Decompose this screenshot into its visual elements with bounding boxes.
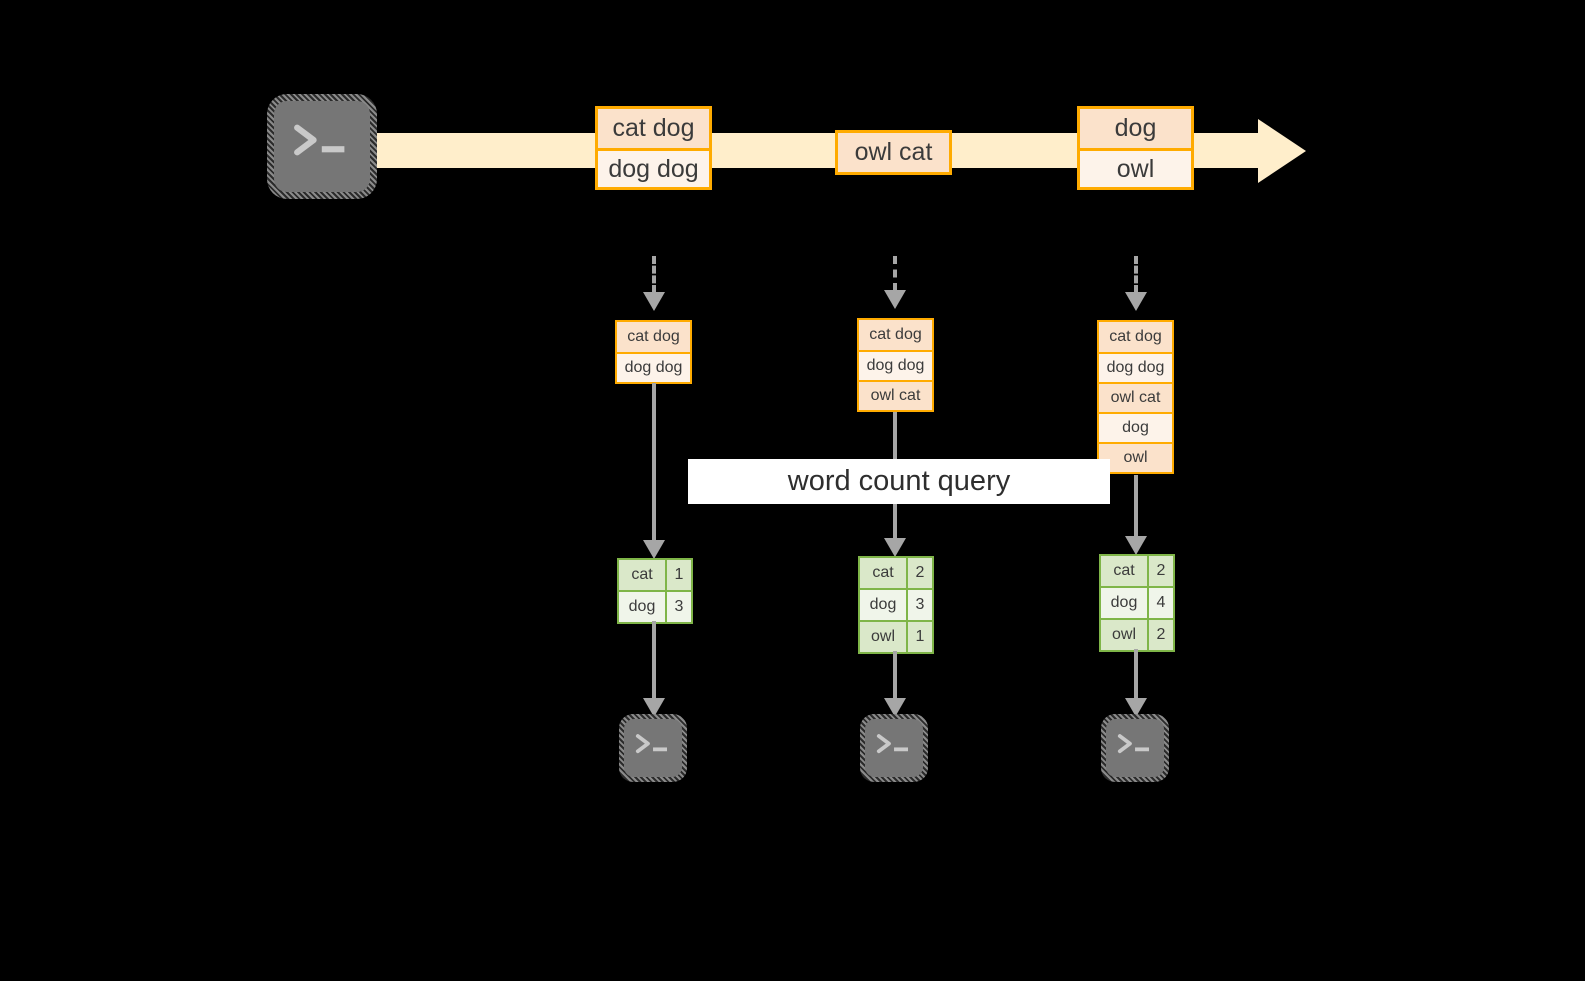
word-cell: owl [1101,620,1147,650]
count-cell: 1 [906,622,932,652]
log-to-result-arrow-2 [884,538,906,557]
table-row: dog 3 [619,590,691,622]
word-cell: owl [860,622,906,652]
result-to-consumer-arrow-1 [643,698,665,717]
word-cell: cat [619,560,665,590]
result-to-consumer-line-2 [893,651,897,700]
word-cell: dog [860,590,906,620]
word-cell: dog [619,592,665,622]
count-cell: 2 [906,558,932,588]
stream-arrowhead [1258,119,1306,183]
table-row: dog 4 [1101,586,1173,618]
log-line: cat dog [1099,322,1172,352]
log-to-result-arrow-1 [643,540,665,559]
log-line: owl [1099,442,1172,472]
result-to-consumer-line-1 [652,621,656,700]
count-cell: 3 [906,590,932,620]
log-line: dog dog [859,350,932,380]
log-to-result-arrow-3 [1125,536,1147,555]
word-cell: dog [1101,588,1147,618]
result-table-1[interactable]: cat 1 dog 3 [617,558,693,624]
producer-terminal-icon[interactable] [267,94,377,199]
stream-to-log-line-3 [1134,256,1138,293]
log-line: cat dog [859,320,932,350]
stream-to-log-arrow-2 [884,290,906,309]
result-table-3[interactable]: cat 2 dog 4 owl 2 [1099,554,1175,652]
table-row: dog 3 [860,588,932,620]
snapshot-log-1[interactable]: cat dog dog dog [615,320,692,384]
table-row: cat 2 [1101,556,1173,586]
prompt-glyph-icon [634,730,672,759]
prompt-glyph-icon [1116,730,1154,759]
message-line: owl cat [838,133,949,172]
table-row: owl 2 [1101,618,1173,650]
stream-message-3[interactable]: dog owl [1077,106,1194,190]
count-cell: 2 [1147,556,1173,586]
message-line: dog [1080,109,1191,148]
table-row: cat 1 [619,560,691,590]
stream-message-1[interactable]: cat dog dog dog [595,106,712,190]
prompt-glyph-icon [291,119,353,163]
result-to-consumer-arrow-2 [884,698,906,717]
table-row: owl 1 [860,620,932,652]
stream-message-2[interactable]: owl cat [835,130,952,175]
count-cell: 1 [665,560,691,590]
log-line: owl cat [1099,382,1172,412]
consumer-terminal-icon-2[interactable] [860,714,928,782]
log-line: dog [1099,412,1172,442]
word-cell: cat [1101,556,1147,586]
query-banner: word count query [688,459,1110,504]
word-cell: cat [860,558,906,588]
result-table-2[interactable]: cat 2 dog 3 owl 1 [858,556,934,654]
log-line: dog dog [617,352,690,382]
message-line: owl [1080,148,1191,187]
message-line: cat dog [598,109,709,148]
prompt-glyph-icon [875,730,913,759]
count-cell: 4 [1147,588,1173,618]
log-line: dog dog [1099,352,1172,382]
consumer-terminal-icon-3[interactable] [1101,714,1169,782]
log-to-result-line-3 [1134,475,1138,537]
stream-to-log-arrow-1 [643,292,665,311]
result-to-consumer-arrow-3 [1125,698,1147,717]
count-cell: 2 [1147,620,1173,650]
count-cell: 3 [665,592,691,622]
log-line: cat dog [617,322,690,352]
table-row: cat 2 [860,558,932,588]
log-line: owl cat [859,380,932,410]
message-line: dog dog [598,148,709,187]
snapshot-log-3[interactable]: cat dog dog dog owl cat dog owl [1097,320,1174,474]
snapshot-log-2[interactable]: cat dog dog dog owl cat [857,318,934,412]
consumer-terminal-icon-1[interactable] [619,714,687,782]
query-banner-label: word count query [787,465,1011,497]
stream-to-log-line-1 [652,256,656,293]
log-to-result-line-1 [652,383,656,541]
result-to-consumer-line-3 [1134,649,1138,700]
stream-to-log-arrow-3 [1125,292,1147,311]
stream-to-log-line-2 [893,256,897,291]
